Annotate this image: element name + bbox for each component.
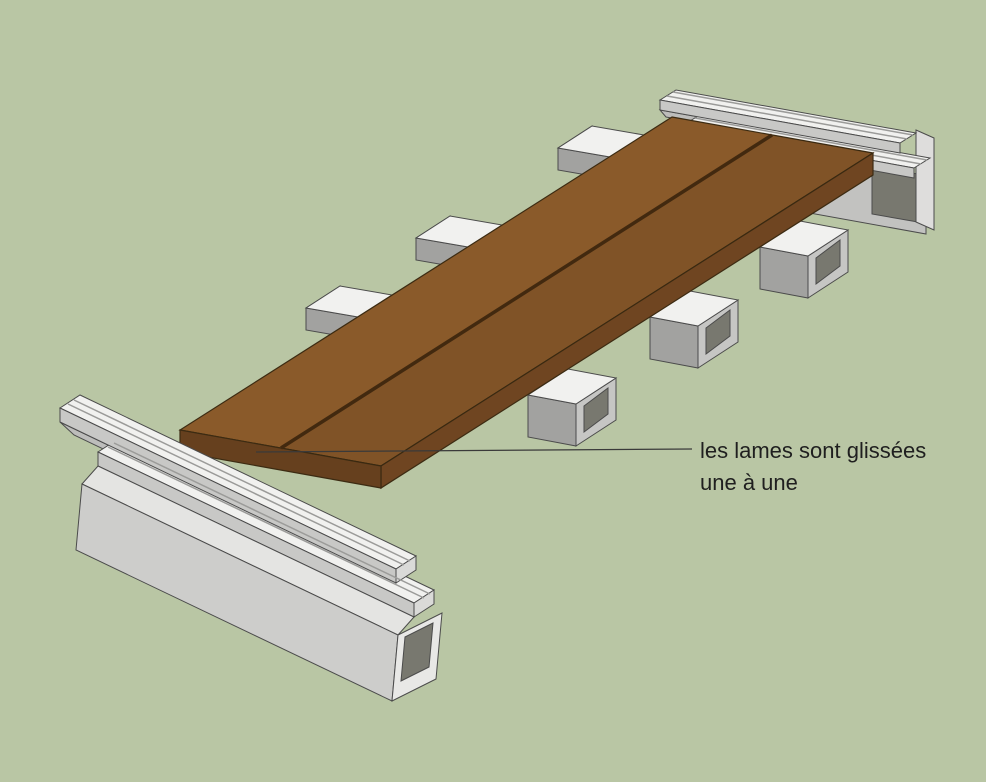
back-rail-track1-lip xyxy=(666,95,908,140)
clip-channel-shadow xyxy=(583,387,609,433)
front-rail-track2-end xyxy=(413,589,435,618)
annotation-line-1: les lames sont glissées xyxy=(700,438,926,463)
board-half-shade xyxy=(281,135,873,466)
annotation-line-2: une à une xyxy=(700,470,798,495)
joist-clip-lower-1 xyxy=(758,220,850,299)
back-rail-track1-lip2 xyxy=(672,91,914,136)
clip-channel-shadow xyxy=(815,239,841,285)
front-rail-track2-lip2 xyxy=(113,442,431,595)
front-rail-track2-lip xyxy=(107,446,425,599)
back-rail-end-cap xyxy=(915,129,935,231)
back-rail-track1-side xyxy=(659,99,901,154)
joist-clip-lower-2 xyxy=(648,290,740,369)
deck-board xyxy=(178,116,875,490)
front-rail xyxy=(58,394,443,702)
front-rail-tube-hollow xyxy=(400,622,434,682)
joist-clip-upper-1 xyxy=(556,125,646,180)
front-rail-track1-lip xyxy=(67,403,405,566)
back-rail-track2-lip2 xyxy=(694,117,928,161)
front-rail-track1-lip2 xyxy=(73,399,411,562)
board-groove xyxy=(280,133,773,450)
joist-clip-lower-3 xyxy=(526,368,618,447)
clip-channel-shadow xyxy=(705,309,731,355)
annotation: les lames sont glissées une à une xyxy=(255,438,926,495)
annotation-leader-line xyxy=(255,448,693,453)
